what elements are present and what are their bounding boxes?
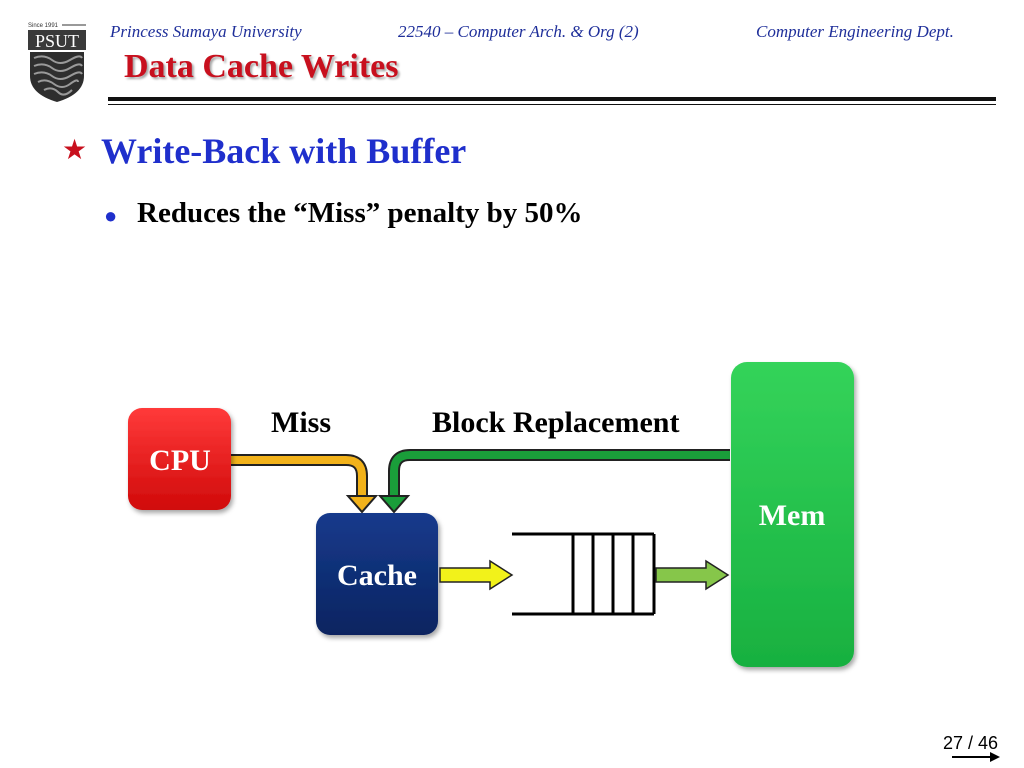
cache-to-buffer-arrow bbox=[439, 559, 514, 591]
next-slide-arrow-icon[interactable] bbox=[952, 750, 1002, 764]
title-rule bbox=[108, 97, 996, 101]
block-replacement-label: Block Replacement bbox=[432, 406, 679, 439]
psut-logo: Since 1991 PSUT bbox=[28, 23, 86, 102]
miss-arrow bbox=[230, 454, 379, 514]
bullet-level1: Write-Back with Buffer bbox=[101, 131, 467, 171]
header-university: Princess Sumaya University bbox=[110, 22, 302, 41]
write-buffer bbox=[512, 532, 656, 616]
logo-text: PSUT bbox=[35, 31, 79, 51]
miss-label: Miss bbox=[271, 406, 331, 439]
logo-banner bbox=[28, 30, 86, 50]
star-bullet-icon: ★ bbox=[62, 135, 88, 166]
slide-title: Data Cache Writes bbox=[124, 48, 399, 85]
dot-bullet-icon: ● bbox=[104, 203, 118, 228]
cpu-label: CPU bbox=[149, 444, 211, 477]
bullet-level2: Reduces the “Miss” penalty by 50% bbox=[137, 197, 583, 229]
cache-label: Cache bbox=[337, 559, 417, 592]
mem-box: Mem bbox=[731, 362, 854, 667]
title-rule-thin bbox=[108, 104, 996, 105]
cpu-box: CPU bbox=[128, 408, 231, 510]
header-department: Computer Engineering Dept. bbox=[756, 22, 954, 41]
block-replacement-arrow bbox=[377, 449, 730, 514]
page-number: 27 / 46 bbox=[942, 733, 998, 753]
header-course: 22540 – Computer Arch. & Org (2) bbox=[398, 22, 639, 41]
cache-box: Cache bbox=[316, 513, 438, 635]
mem-label: Mem bbox=[759, 499, 826, 532]
buffer-to-mem-arrow bbox=[655, 559, 730, 591]
logo-since: Since 1991 bbox=[28, 23, 59, 29]
